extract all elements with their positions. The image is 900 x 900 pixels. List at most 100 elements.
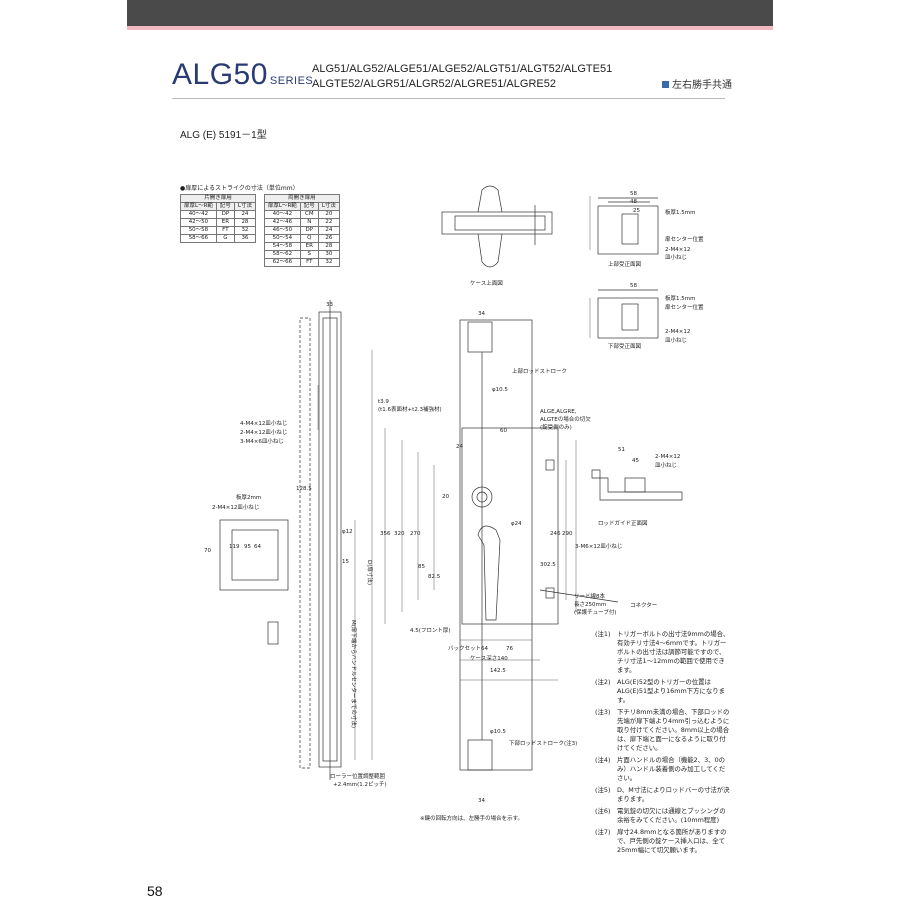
notes-list: (注1) トリガーボルトの出寸法9mmの場合、有効チリ寸法4～6mmです。トリガー…	[595, 630, 730, 858]
note-text: トリガーボルトの出寸法9mmの場合、有効チリ寸法4～6mmです。トリガーボルトの…	[617, 630, 730, 674]
note-item: (注5)D、M寸法によりロッドバーの寸法が決まります。	[595, 786, 730, 804]
dim-1425: 142.5	[490, 668, 506, 674]
caption-lower-strike: 下部受正面図	[608, 342, 642, 350]
note-label: (注7)	[595, 828, 611, 836]
note-item: (注7)扉寸24.8mmとなる箇所がありますので、戸先側の錠ケース挿入口は、全て…	[595, 828, 730, 855]
dim-45: 45	[632, 458, 639, 464]
label-protect-tube: (保護チューブ付)	[574, 608, 616, 616]
caption-rod-guide: ロッドガイド正面図	[598, 519, 648, 527]
note-label: (注1)	[595, 630, 611, 638]
label-m-dimension: M(扉下端からハンドルセンターまでの寸法)	[350, 620, 358, 728]
note-item: (注1) トリガーボルトの出寸法9mmの場合、有効チリ寸法4～6mmです。トリガー…	[595, 630, 730, 675]
dim-34-bottom: 34	[478, 798, 485, 804]
label-flat-screw-3: 皿小ねじ	[655, 461, 677, 469]
model-list-line-1: ALG51/ALG52/ALGE51/ALGE52/ALGT51/ALGT52/…	[312, 63, 613, 75]
label-case-depth: ケース深さ140	[470, 654, 508, 662]
dim-58: 58	[630, 191, 637, 197]
dim-48: 48	[630, 199, 637, 205]
label-m4x12-2: 2-M4×12	[665, 329, 690, 335]
drawing-labels: ケース上面図 上部受正面図 下部受正面図 ロッドガイド正面図 板厚1.5mm 扉…	[204, 191, 704, 822]
label-plate-thickness: 板厚1.5mm	[665, 208, 695, 216]
dim-356: 356	[380, 531, 391, 537]
label-phi105-lower: φ10.5	[490, 729, 506, 735]
label-algte-note: ALGTEの場合の切欠	[540, 415, 591, 423]
lower-strike-drawing	[597, 289, 659, 339]
label-plate2: 板厚2mm	[236, 493, 261, 501]
caption-rotation-note: ※鍵の回転方向は、左勝手の場合を示す。	[420, 814, 523, 822]
label-plate-thickness-2: 板厚1.5mm	[665, 294, 695, 302]
note-text: 電気錠の切欠には通線とブッシングの余裕をみてください。(10mm程度)	[617, 807, 726, 824]
label-t39: t3.9	[378, 399, 389, 405]
label-roller-value: +2.4mm(1.2ピッチ)	[333, 781, 387, 788]
dim-85: 85	[418, 564, 425, 570]
label-alge-note: ALGE,ALGRE,	[540, 409, 577, 415]
label-upper-rod-stroke: 上部ロッドストローク	[512, 367, 567, 375]
label-phi12: φ12	[342, 529, 353, 535]
caption-upper-strike: 上部受正面図	[608, 260, 642, 268]
label-door-center-2: 扉センター位置	[665, 303, 704, 311]
header-accent-line	[127, 26, 773, 30]
label-m4x12-3: 2-M4×12	[655, 454, 680, 460]
label-roller-range: ローラー位置調整範囲	[330, 772, 386, 780]
dim-58-lower: 58	[630, 283, 637, 289]
model-list: ALG51/ALG52/ALGE51/ALGE52/ALGT51/ALGT52/…	[312, 62, 612, 92]
label-m4x12-4: 4-M4×12皿小ねじ	[240, 419, 287, 427]
dim-825: 82.5	[428, 574, 441, 580]
series-suffix: SERIES	[269, 75, 314, 87]
table-cell: 36	[233, 234, 256, 243]
dim-320: 320	[394, 531, 405, 537]
label-door-center: 扉センター位置	[665, 235, 704, 243]
dim-290: 290	[562, 531, 573, 537]
dim-64: 64	[254, 544, 261, 550]
note-label: (注6)	[595, 807, 611, 815]
note-label: (注5)	[595, 786, 611, 794]
label-m6x12: 3-M6×12皿小ねじ	[575, 542, 622, 550]
dim-246: 246	[550, 531, 561, 537]
dim-51: 51	[618, 447, 625, 453]
label-lower-rod-stroke: 下部ロッドストローク(注3)	[509, 739, 577, 747]
table-title: ●扉厚によるストライクの寸法（単位mm）	[180, 185, 299, 192]
dim-270: 270	[410, 531, 421, 537]
badge-text: 左右勝手共通	[672, 80, 732, 91]
label-flat-screw: 皿小ねじ	[665, 253, 687, 261]
label-m4x12-left: 2-M4×12皿小ねじ	[212, 503, 259, 511]
note-item: (注6) 電気錠の切欠には通線とブッシングの余裕をみてください。(10mm程度)	[595, 807, 730, 825]
caption-case-top: ケース上面図	[470, 279, 503, 287]
label-phi105: φ10.5	[492, 387, 508, 393]
dim-76: 76	[506, 646, 513, 652]
note-text: 下チリ8mm未満の場合、下部ロッドの先端が扉下端より4mm引っ込むように取り付け…	[617, 708, 730, 752]
note-text: ALG(E)52型のトリガーの位置はALG(E)51型より16mm下方になります…	[617, 678, 726, 704]
series-name: ALG50	[172, 58, 268, 91]
label-connector: コネクター	[630, 601, 657, 609]
dim-25: 25	[633, 208, 640, 214]
label-m4x6-3: 3-M4×6皿小ねじ	[240, 437, 284, 445]
case-top-view	[441, 185, 553, 268]
dim-60: 60	[500, 428, 507, 434]
note-item: (注2)ALG(E)52型のトリガーの位置はALG(E)51型より16mm下方に…	[595, 678, 730, 705]
dim-34: 34	[478, 311, 485, 317]
label-t39-detail: (t1.6表面材+t2.3補強材)	[378, 405, 442, 413]
label-length: 長さ250mm	[574, 601, 606, 608]
dim-15: 15	[342, 559, 349, 565]
side-elevation	[299, 300, 342, 780]
label-phi24: φ24	[511, 521, 522, 527]
header-bar	[127, 0, 773, 26]
table-cell: 32	[317, 258, 340, 267]
dim-70: 70	[204, 548, 211, 554]
side-strike-drawing	[219, 519, 289, 645]
badge-square-icon	[662, 81, 669, 88]
dim-119: 119	[229, 544, 240, 550]
dim-33: 33	[326, 302, 333, 308]
note-item: (注4)片面ハンドルの場合（機能2、3、0のみ）ハンドル装着側のみ加工してくださ…	[595, 756, 730, 783]
note-label: (注3)	[595, 708, 611, 716]
